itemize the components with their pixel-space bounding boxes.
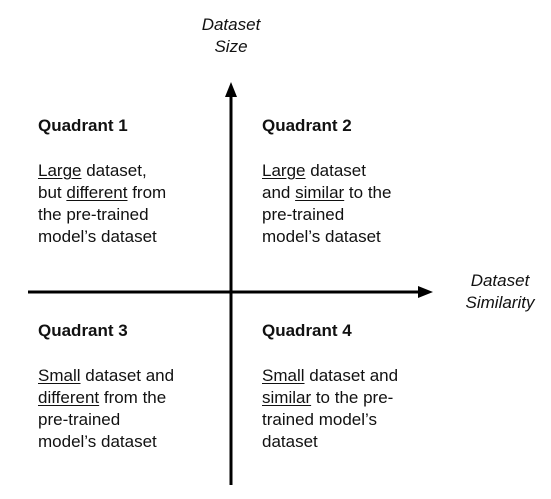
quadrant-1-line1: Large dataset, — [38, 161, 147, 180]
quadrant-1-size-term: Large — [38, 161, 82, 180]
quadrant-3-line1: Small dataset and — [38, 366, 175, 385]
quadrant-2-description: Large dataset and similar to the pre-tra… — [262, 160, 462, 248]
quadrant-4-similarity-term: similar — [262, 388, 312, 407]
quadrant-4-line3: trained model’s — [262, 410, 377, 429]
quadrant-4-title: Quadrant 4 — [262, 321, 352, 340]
quadrant-4-line4: dataset — [262, 432, 318, 451]
quadrant-4: Quadrant 4 Small dataset and similar to … — [262, 320, 462, 453]
quadrant-4-line2: similar to the pre- — [262, 388, 394, 407]
x-axis-title: Dataset Similarity — [452, 270, 548, 314]
quadrant-1-line4: model’s dataset — [38, 227, 157, 246]
quadrant-3-line3: pre-trained — [38, 410, 121, 429]
quadrant-4-description: Small dataset and similar to the pre- tr… — [262, 365, 462, 453]
quadrant-1: Quadrant 1 Large dataset, but different … — [38, 115, 238, 248]
quadrant-2-similarity-term: similar — [295, 183, 345, 202]
y-axis-title-line2: Size — [214, 37, 248, 56]
quadrant-2-line2: and similar to the — [262, 183, 392, 202]
quadrant-2-size-term: Large — [262, 161, 306, 180]
quadrant-3-description: Small dataset and different from the pre… — [38, 365, 238, 453]
quadrant-3: Quadrant 3 Small dataset and different f… — [38, 320, 238, 453]
quadrant-4-size-term: Small — [262, 366, 305, 385]
quadrant-2: Quadrant 2 Large dataset and similar to … — [262, 115, 462, 248]
quadrant-2-title: Quadrant 2 — [262, 116, 352, 135]
y-axis-title: Dataset Size — [185, 14, 277, 58]
quadrant-2-line1: Large dataset — [262, 161, 366, 180]
horizontal-axis-arrowhead — [418, 286, 433, 298]
quadrant-1-line3: the pre-trained — [38, 205, 149, 224]
quadrant-1-description: Large dataset, but different from the pr… — [38, 160, 238, 248]
quadrant-3-line4: model’s dataset — [38, 432, 157, 451]
quadrant-2-line4: model’s dataset — [262, 227, 381, 246]
quadrant-4-line1: Small dataset and — [262, 366, 399, 385]
x-axis-title-line2: Similarity — [465, 293, 535, 312]
quadrant-1-line2: but different from — [38, 183, 167, 202]
y-axis-title-line1: Dataset — [201, 15, 261, 34]
quadrant-3-title: Quadrant 3 — [38, 321, 128, 340]
quadrant-3-size-term: Small — [38, 366, 81, 385]
vertical-axis-arrowhead — [225, 82, 237, 97]
quadrant-1-title: Quadrant 1 — [38, 116, 128, 135]
quadrant-3-line2: different from the — [38, 388, 167, 407]
quadrant-3-similarity-term: different — [38, 388, 100, 407]
quadrant-1-similarity-term: different — [66, 183, 128, 202]
quadrant-2-line3: pre-trained — [262, 205, 345, 224]
x-axis-title-line1: Dataset — [470, 271, 530, 290]
